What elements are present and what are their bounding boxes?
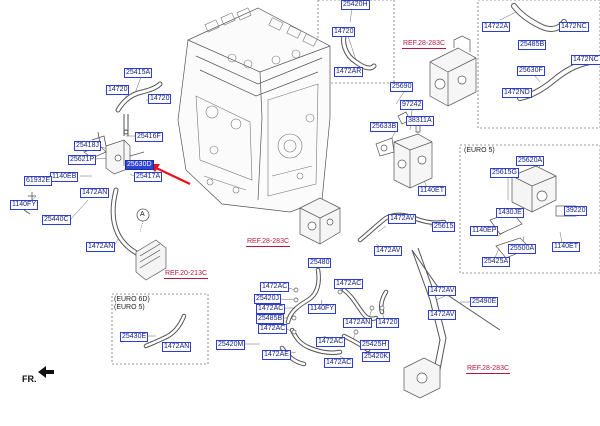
part-label-25425h[interactable]: 25425H xyxy=(360,340,389,350)
part-label-25485b-top[interactable]: 25485B xyxy=(518,40,547,50)
oil-cooler-left xyxy=(135,239,167,281)
part-label-1472ar[interactable]: 1472AR xyxy=(334,67,364,77)
part-label-25485b-center[interactable]: 25485B xyxy=(256,314,285,324)
bolt-left xyxy=(23,192,36,215)
part-label-1472ac-e[interactable]: 1472AC xyxy=(316,337,346,347)
part-label-1472ac-f[interactable]: 1472AC xyxy=(324,358,354,368)
part-label-14720-left2[interactable]: 14720 xyxy=(148,94,172,104)
part-label-1140fy-left[interactable]: 1140FY xyxy=(10,200,38,210)
ref-label-28-283c-mid[interactable]: REF.28-283C xyxy=(246,238,291,247)
front-direction-label: FR. xyxy=(22,374,37,384)
part-label-1472nc-mid[interactable]: 1472NC xyxy=(571,55,600,65)
part-label-25630d-highlighted[interactable]: 25630D xyxy=(125,160,154,170)
part-label-1430je[interactable]: 1430JE xyxy=(496,208,524,218)
part-label-1472ac-d[interactable]: 1472AC xyxy=(258,324,288,334)
part-label-1472ac-b[interactable]: 1472AC xyxy=(334,279,364,289)
part-label-25418j[interactable]: 25418J xyxy=(74,141,101,151)
thermostat-housing xyxy=(375,111,433,189)
part-label-25430e[interactable]: 25430E xyxy=(120,332,149,342)
part-label-61932e[interactable]: 61932E xyxy=(24,176,53,186)
part-label-25615[interactable]: 25615 xyxy=(432,222,456,232)
part-label-1472an-lower[interactable]: 1472AN xyxy=(86,242,116,252)
part-label-1140fy-center[interactable]: 1140FY xyxy=(308,304,336,314)
clamps-center xyxy=(291,287,385,335)
ref-label-28-283c-bottom[interactable]: REF.28-283C xyxy=(466,365,511,374)
part-label-1140eb[interactable]: 1140EB xyxy=(50,172,79,182)
egr-cooler-assembly xyxy=(429,35,477,107)
detail-box-euro-left xyxy=(111,293,209,365)
part-label-1140et[interactable]: 1140ET xyxy=(418,186,446,196)
part-label-25480[interactable]: 25480 xyxy=(308,258,332,268)
part-label-25690[interactable]: 25690 xyxy=(390,82,414,92)
part-label-25417a[interactable]: 25417A xyxy=(134,172,163,182)
part-label-1472ac-a[interactable]: 1472AC xyxy=(260,282,290,292)
pipe-left-vertical xyxy=(123,114,129,136)
part-label-14722a[interactable]: 14722A xyxy=(482,22,511,32)
part-label-38311a[interactable]: 38311A xyxy=(406,116,434,126)
part-label-1472an-left[interactable]: 1472AN xyxy=(80,188,110,198)
part-label-1472nc-top[interactable]: 1472NC xyxy=(559,22,589,32)
part-label-25420j[interactable]: 25420J xyxy=(254,294,281,304)
part-label-25420k[interactable]: 25420K xyxy=(362,352,391,362)
part-label-1472an-center[interactable]: 1472AN xyxy=(343,318,373,328)
part-label-25621p[interactable]: 25621P xyxy=(68,155,97,165)
part-label-1472av-d[interactable]: 1472AV xyxy=(428,310,457,320)
euro6d-note: (EURO 6D) xyxy=(114,296,150,303)
part-label-25620a[interactable]: 25620A xyxy=(516,156,545,166)
part-label-25415a[interactable]: 25415A xyxy=(124,68,153,78)
front-direction-arrow xyxy=(38,366,54,378)
part-label-1472ae[interactable]: 1472AE xyxy=(262,350,291,360)
part-label-1472an-euro[interactable]: 1472AN xyxy=(162,342,192,352)
part-label-14720-top[interactable]: 14720 xyxy=(332,27,356,37)
part-label-25420h[interactable]: 25420H xyxy=(341,0,370,10)
part-label-25490e[interactable]: 25490E xyxy=(470,297,499,307)
part-label-1140ep[interactable]: 1140EP xyxy=(470,226,499,236)
detail-a-marker xyxy=(136,208,150,233)
engine-block xyxy=(177,7,331,213)
detail-box-euro5-right xyxy=(459,144,600,274)
detail-a-label: A xyxy=(140,211,145,218)
part-label-39220[interactable]: 39220 xyxy=(564,206,588,216)
part-label-25500a[interactable]: 25500A xyxy=(508,244,537,254)
detail-box-top-right xyxy=(477,0,600,129)
euro5-note-right: (EURO 5) xyxy=(464,147,495,154)
part-label-25630f[interactable]: 25630F xyxy=(517,66,545,76)
hose-top-right-1 xyxy=(511,3,593,101)
part-label-25416f[interactable]: 25416F xyxy=(135,132,163,142)
outlet-housing-bottom xyxy=(403,357,441,399)
part-label-25420m[interactable]: 25420M xyxy=(216,340,246,350)
part-label-1472av-c[interactable]: 1472AV xyxy=(428,286,457,296)
part-label-1472ac-c[interactable]: 1472AC xyxy=(256,304,286,314)
euro5-note-left: (EURO 5) xyxy=(114,304,145,311)
part-label-97242[interactable]: 97242 xyxy=(400,100,424,110)
part-label-25615g[interactable]: 25615G xyxy=(490,168,519,178)
coolant-control-unit xyxy=(299,197,341,245)
part-label-25425a[interactable]: 25425A xyxy=(482,257,511,267)
part-label-25440c[interactable]: 25440C xyxy=(42,215,71,225)
part-label-14720-center[interactable]: 14720 xyxy=(376,318,400,328)
part-label-1472av-a[interactable]: 1472AV xyxy=(388,214,417,224)
part-label-1472av-b[interactable]: 1472AV xyxy=(374,246,403,256)
part-label-25633b[interactable]: 25633B xyxy=(370,122,399,132)
part-label-1140et-right[interactable]: 1140ET xyxy=(552,242,580,252)
part-label-14720-left[interactable]: 14720 xyxy=(106,85,130,95)
ref-label-20-213c[interactable]: REF.20-213C xyxy=(164,270,209,279)
ref-label-28-283c-top[interactable]: REF.28-283C xyxy=(402,40,447,49)
part-label-1472nd[interactable]: 1472ND xyxy=(502,88,532,98)
